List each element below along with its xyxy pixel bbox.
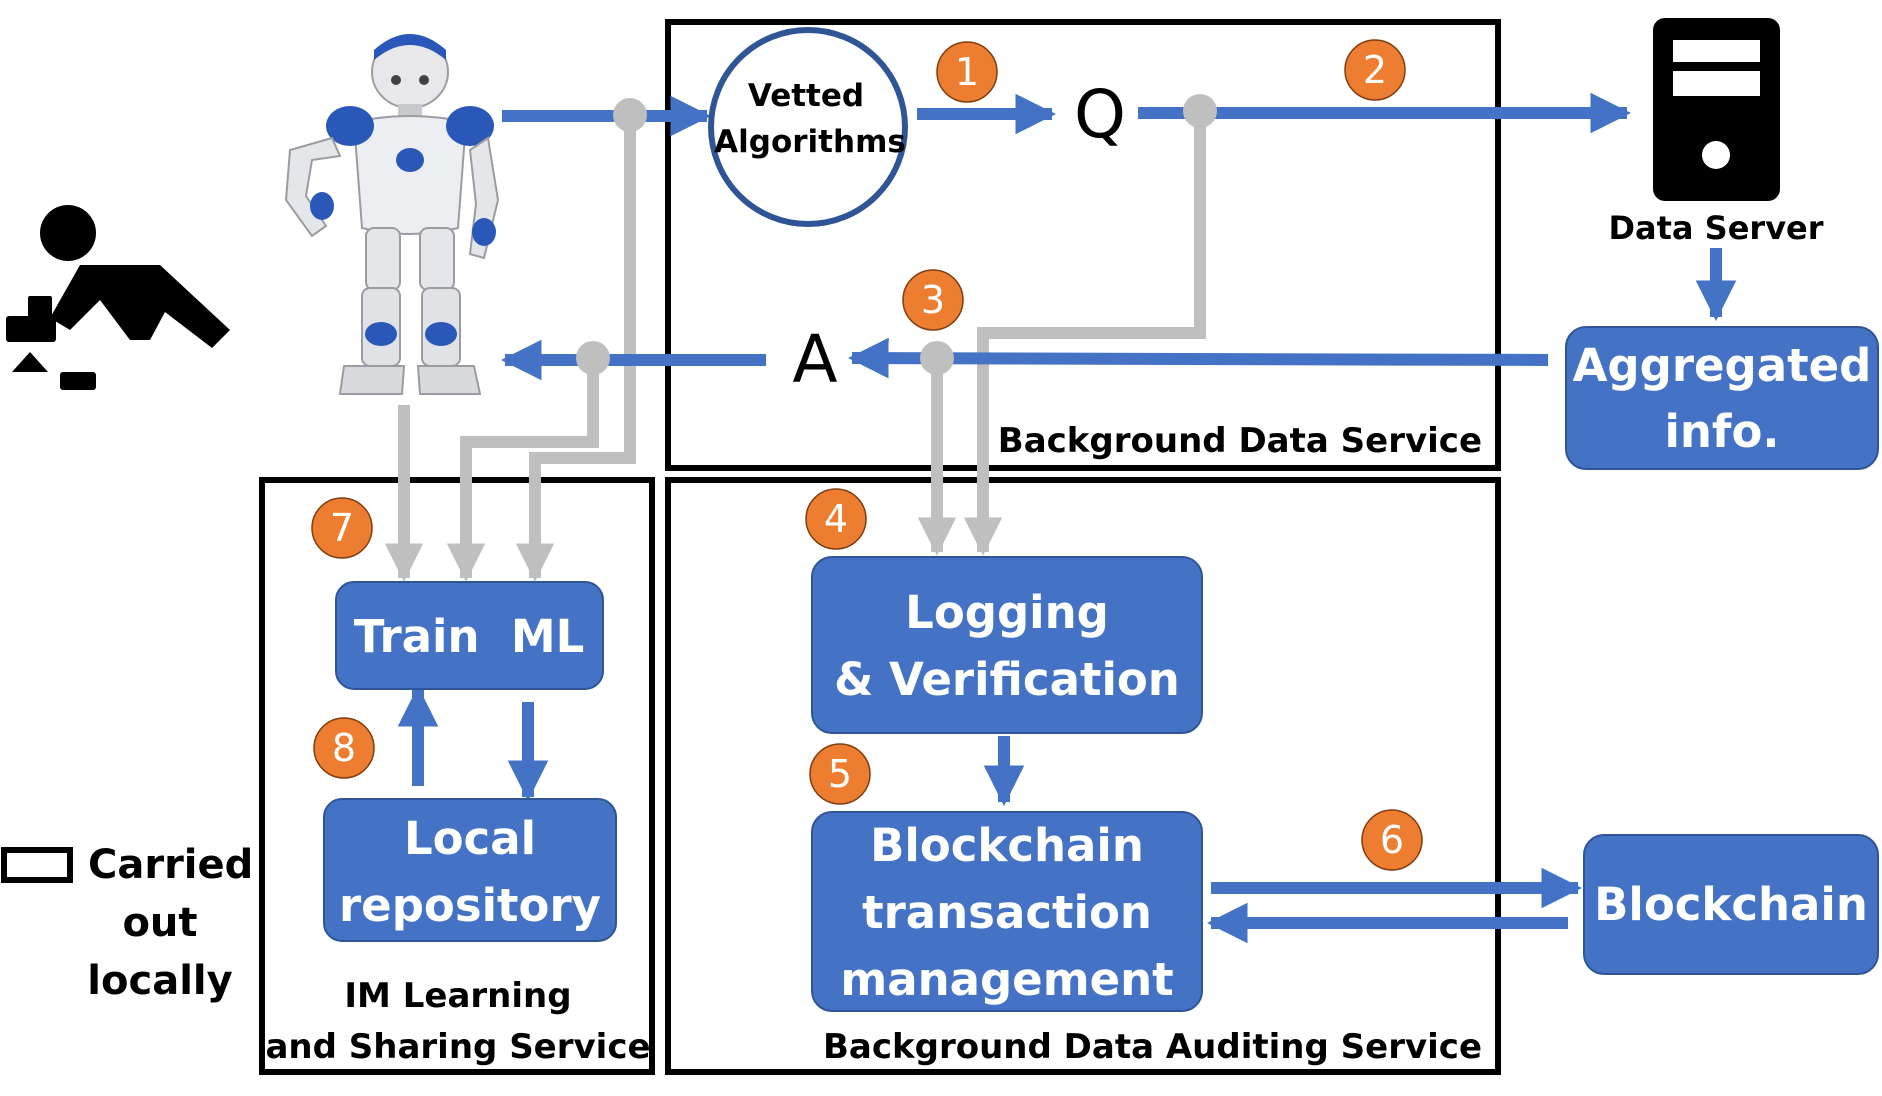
im-learning-service-frame xyxy=(259,477,655,1075)
legend-line2: out xyxy=(122,900,197,946)
step-number: 8 xyxy=(332,726,356,770)
logging-verification-box xyxy=(811,556,1203,734)
aggregated-info-box xyxy=(1565,326,1879,470)
child-playing-icon xyxy=(6,205,230,390)
blockchain-tx-label-line2: transaction xyxy=(862,886,1152,939)
step-badge xyxy=(936,41,998,103)
vetted-algorithms-node xyxy=(708,27,908,227)
gray-flows xyxy=(384,110,1206,582)
background-data-service-title: Background Data Service xyxy=(998,421,1482,461)
blockchain-tx-label-line1: Blockchain xyxy=(870,819,1144,872)
junction-dot-q xyxy=(1183,94,1217,128)
step-number: 7 xyxy=(330,506,354,550)
im-service-title-line1: IM Learning xyxy=(344,976,571,1016)
robot-icon xyxy=(284,34,500,395)
blue-flows xyxy=(397,92,1737,944)
blockchain-transaction-box xyxy=(811,811,1203,1012)
local-label-line2: repository xyxy=(339,879,601,932)
im-service-title-line2: and Sharing Service xyxy=(265,1027,650,1067)
step-badge xyxy=(311,497,373,559)
train-ml-box xyxy=(335,581,604,690)
step-badge xyxy=(902,269,964,331)
gray-arrow-a-to-train xyxy=(446,358,599,582)
logging-label-line2: & Verification xyxy=(834,653,1180,706)
step-number: 2 xyxy=(1363,48,1387,92)
vetted-label-line1: Vetted xyxy=(748,78,864,114)
step-badge xyxy=(809,743,871,805)
junction-dot-query xyxy=(613,98,647,132)
step-badge xyxy=(1344,39,1406,101)
step-number: 6 xyxy=(1380,818,1404,862)
local-repository-box xyxy=(323,798,617,942)
local-label-line1: Local xyxy=(404,812,536,865)
step-badges: 1 2 3 4 5 6 7 8 xyxy=(311,39,1423,871)
gray-arrow-q-to-logging xyxy=(963,110,1206,556)
step-badge xyxy=(313,717,375,779)
step-badge xyxy=(805,488,867,550)
background-data-service-frame xyxy=(665,19,1501,471)
junction-dot-answer xyxy=(920,341,954,375)
legend-swatch xyxy=(1,847,73,883)
step-number: 1 xyxy=(955,50,979,94)
gray-arrow-query-to-train xyxy=(515,115,636,582)
background-data-auditing-service-title: Background Data Auditing Service xyxy=(823,1027,1482,1067)
step-number: 4 xyxy=(824,497,848,541)
answer-label: A xyxy=(792,321,837,398)
server-icon xyxy=(1653,18,1780,201)
aggregated-label-line2: info. xyxy=(1664,405,1779,458)
background-data-auditing-service-frame xyxy=(665,477,1501,1075)
blockchain-tx-label-line3: management xyxy=(840,953,1173,1006)
legend-line3: locally xyxy=(87,958,232,1004)
arrow-aggregated-to-a xyxy=(847,337,1549,379)
blockchain-label: Blockchain xyxy=(1594,878,1868,931)
data-server-label: Data Server xyxy=(1608,209,1823,247)
train-ml-label: Train ML xyxy=(354,610,585,663)
step-number: 3 xyxy=(921,278,945,322)
step-number: 5 xyxy=(828,752,852,796)
junction-dots xyxy=(576,94,1217,375)
junction-dot-a xyxy=(576,341,610,375)
aggregated-label-line1: Aggregated xyxy=(1573,339,1872,392)
logging-label-line1: Logging xyxy=(905,586,1109,639)
blockchain-box xyxy=(1583,834,1879,975)
vetted-label-line2: Algorithms xyxy=(714,124,906,160)
step-badge xyxy=(1361,809,1423,871)
query-label: Q xyxy=(1074,76,1126,153)
legend-line1: Carried xyxy=(88,842,253,888)
